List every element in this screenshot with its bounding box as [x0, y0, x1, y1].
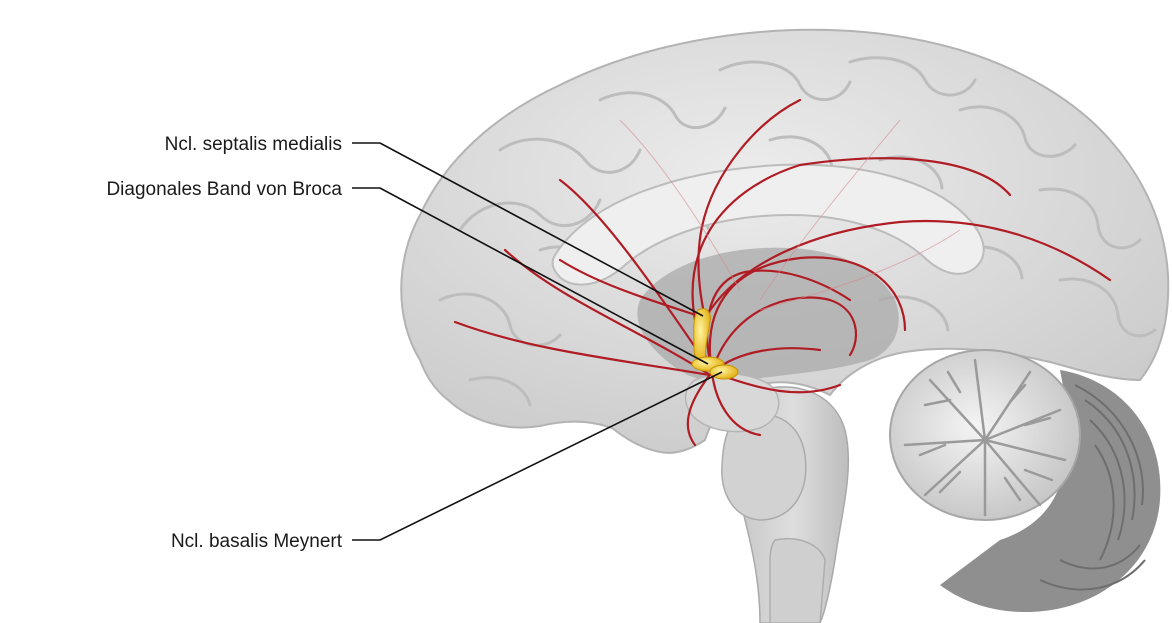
label-diagonales-band-von-broca: Diagonales Band von Broca: [106, 179, 342, 200]
spinal-cord: [770, 539, 825, 623]
basal-nucleus: [710, 365, 738, 379]
label-ncl-basalis-meynert: Ncl. basalis Meynert: [171, 531, 343, 552]
label-ncl-septalis-medialis: Ncl. septalis medialis: [165, 134, 342, 155]
